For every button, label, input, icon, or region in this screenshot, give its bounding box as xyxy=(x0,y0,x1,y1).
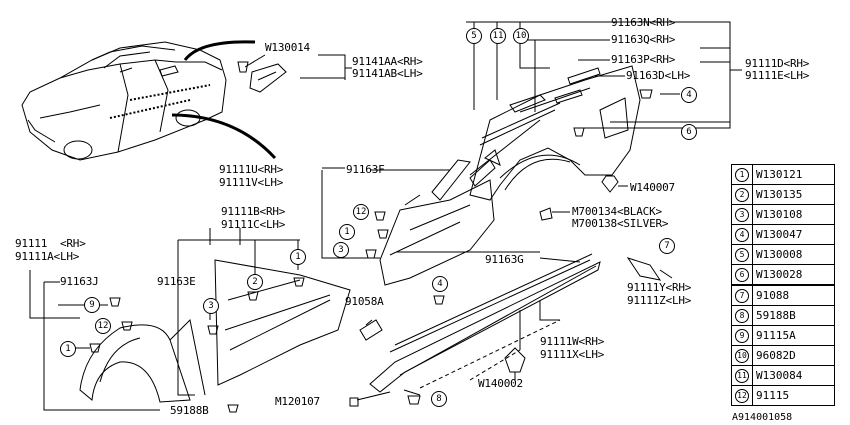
legend-number: 4 xyxy=(731,224,753,245)
callout-4: 4 xyxy=(432,276,448,292)
legend-number-circle: 2 xyxy=(735,188,749,202)
legend-number: 12 xyxy=(731,385,753,406)
legend-part-number: 91115 xyxy=(752,385,835,406)
label-91111x: 91111X<LH> xyxy=(540,348,605,361)
label-91111c: 91111C<LH> xyxy=(221,218,286,231)
legend-number: 8 xyxy=(731,305,753,326)
legend-number-circle: 11 xyxy=(735,369,749,383)
callout-4: 4 xyxy=(681,87,697,103)
legend-part-number: 91115A xyxy=(752,325,835,346)
legend-number-circle: 9 xyxy=(735,329,749,343)
label-m700138: M700138<SILVER> xyxy=(572,217,669,230)
label-w140007: W140007 xyxy=(630,181,675,194)
label-59188b: 59188B xyxy=(170,404,209,417)
legend-number: 1 xyxy=(731,164,753,185)
label-91163g: 91163G xyxy=(485,253,524,266)
label-91163q: 91163Q<RH> xyxy=(611,33,676,46)
figure-reference: A914001058 xyxy=(732,412,793,423)
callout-1: 1 xyxy=(290,249,306,265)
legend-number: 5 xyxy=(731,244,753,265)
label-91111: 91111 <RH> xyxy=(15,237,86,250)
label-m120107: M120107 xyxy=(275,395,320,408)
label-m700134: M700134<BLACK> xyxy=(572,205,662,218)
label-91163e: 91163E xyxy=(157,275,196,288)
legend-number-circle: 5 xyxy=(735,248,749,262)
label-91111y: 91111Y<RH> xyxy=(627,281,692,294)
callout-8: 8 xyxy=(431,391,447,407)
legend-number: 10 xyxy=(731,345,753,366)
label-91163f: 91163F xyxy=(346,163,385,176)
legend-number: 11 xyxy=(731,365,753,386)
legend-number: 2 xyxy=(731,184,753,205)
legend-number: 6 xyxy=(731,264,753,285)
legend-number-circle: 4 xyxy=(735,228,749,242)
label-91111a: 91111A<LH> xyxy=(15,250,80,263)
callout-2: 2 xyxy=(247,274,263,290)
label-91111e: 91111E<LH> xyxy=(745,69,810,82)
label-91163p: 91163P<RH> xyxy=(611,53,676,66)
legend-number-circle: 3 xyxy=(735,208,749,222)
label-91111z: 91111Z<LH> xyxy=(627,294,692,307)
legend-part-number: W130008 xyxy=(752,244,835,265)
callout-3: 3 xyxy=(333,242,349,258)
legend-part-number: W130121 xyxy=(752,164,835,185)
label-w130014: W130014 xyxy=(265,41,310,54)
label-91111d: 91111D<RH> xyxy=(745,57,810,70)
label-91111u: 91111U<RH> xyxy=(219,163,284,176)
callout-9: 9 xyxy=(84,297,100,313)
legend-number: 3 xyxy=(731,204,753,225)
legend-part-number: 59188B xyxy=(752,305,835,326)
label-91163d: 91163D<LH> xyxy=(626,69,691,82)
car-illustration xyxy=(21,41,227,161)
label-91058a: 91058A xyxy=(345,295,384,308)
legend-part-number: W130028 xyxy=(752,264,835,285)
legend-number-circle: 7 xyxy=(735,289,749,303)
callout-3: 3 xyxy=(203,298,219,314)
callout-1: 1 xyxy=(339,224,355,240)
legend-number-circle: 8 xyxy=(735,309,749,323)
label-91163j: 91163J xyxy=(60,275,99,288)
legend-number-circle: 12 xyxy=(735,389,749,403)
callout-12: 12 xyxy=(353,204,369,220)
label-w140002: W140002 xyxy=(478,377,523,390)
callout-5: 5 xyxy=(466,28,482,44)
legend-part-number: W130135 xyxy=(752,184,835,205)
callout-10: 10 xyxy=(513,28,529,44)
label-91111b: 91111B<RH> xyxy=(221,205,286,218)
callout-6: 6 xyxy=(681,124,697,140)
legend-part-number: W130108 xyxy=(752,204,835,225)
callout-12: 12 xyxy=(95,318,111,334)
callout-11: 11 xyxy=(490,28,506,44)
legend-number-circle: 6 xyxy=(735,268,749,282)
label-91111v: 91111V<LH> xyxy=(219,176,284,189)
legend-number: 9 xyxy=(731,325,753,346)
legend-part-number: W130084 xyxy=(752,365,835,386)
label-91163n: 91163N<RH> xyxy=(611,16,676,29)
callout-1: 1 xyxy=(60,341,76,357)
label-91111w: 91111W<RH> xyxy=(540,335,605,348)
callout-7: 7 xyxy=(659,238,675,254)
legend-part-number: 91088 xyxy=(752,284,835,306)
legend-part-number: 96082D xyxy=(752,345,835,366)
legend-part-number: W130047 xyxy=(752,224,835,245)
legend-number-circle: 10 xyxy=(735,349,749,363)
label-91141ab: 91141AB<LH> xyxy=(352,67,423,80)
legend-number-circle: 1 xyxy=(735,168,749,182)
legend-number: 7 xyxy=(731,284,753,306)
label-91141aa: 91141AA<RH> xyxy=(352,55,423,68)
